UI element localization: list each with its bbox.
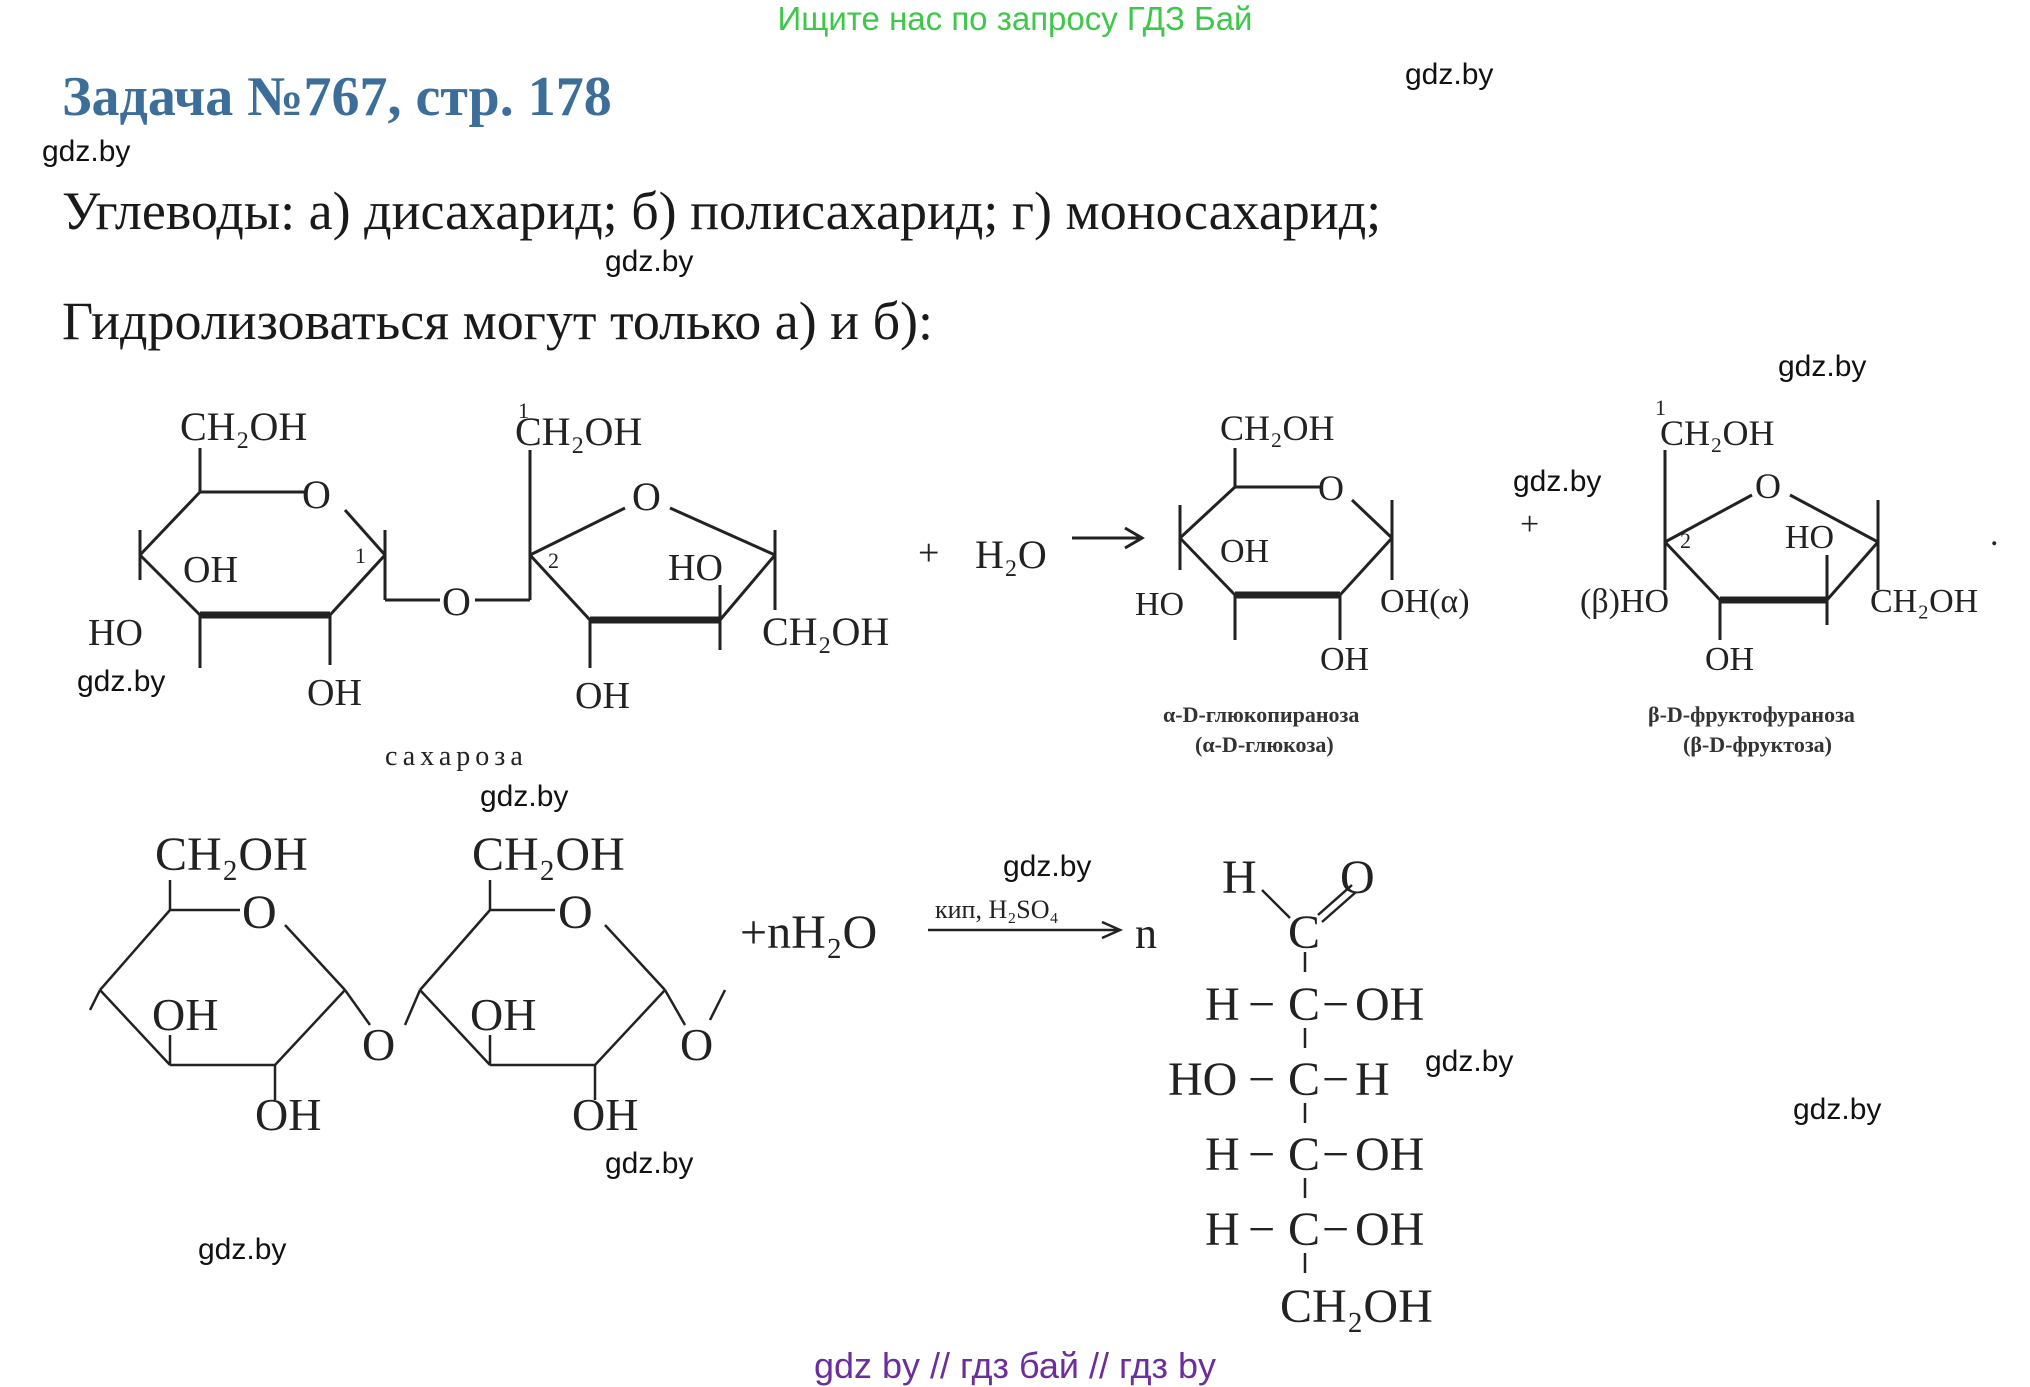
watermark: gdz.by (198, 1233, 287, 1266)
sucrose-carbon-2: 2 (548, 548, 559, 573)
fructose-caption: β-D-фруктофураноза (1648, 702, 1855, 727)
watermark: gdz.by (1003, 850, 1092, 883)
watermark: gdz.by (1513, 465, 1602, 498)
top-banner: Ищите нас по запросу ГДЗ Бай (777, 0, 1253, 37)
row-h: H (1205, 978, 1240, 1031)
watermark: gdz.by (1425, 1045, 1514, 1078)
watermark: gdz.by (77, 665, 166, 698)
fructose-carbon-2: 2 (1680, 528, 1691, 553)
fructose-carbon-1: 1 (1655, 395, 1666, 420)
fructose-caption-short: (β-D-фруктоза) (1683, 732, 1832, 757)
reaction-conditions: кип, H₂SO₄ (935, 895, 1059, 924)
bond-dash: − (1248, 978, 1275, 1031)
aldehyde-c: C (1288, 906, 1320, 959)
sucrose-caption: сахароза (385, 741, 528, 772)
watermark: gdz.by (42, 135, 131, 168)
fructose-ring-o: O (1755, 466, 1781, 506)
open-glucose-structure: H O C H − C − OH HO − C − H H − C − OH H… (1168, 851, 1433, 1333)
fructose-ch2oh-bottom: CH₂OH (1870, 583, 1978, 620)
sucrose-ho-fructose: HO (668, 547, 723, 589)
aldehyde-h: H (1222, 851, 1257, 904)
text-line-carbohydrates: Углеводы: а) дисахарид; б) полисахарид; … (62, 181, 1382, 241)
sucrose-ch2oh-bottom: CH₂OH (762, 609, 889, 654)
bond-dash: − (1322, 1053, 1349, 1106)
starch-ch2oh: CH₂OH (155, 828, 308, 881)
plus-sign: + (1520, 506, 1539, 543)
starch-terminal-o: O (680, 1019, 713, 1070)
bond-dash: − (1248, 1053, 1275, 1106)
glucose-caption-short: (α-D-глюкоза) (1195, 732, 1334, 757)
row-h: H (1205, 1203, 1240, 1256)
glucose-structure: CH₂OH O OH HO OH(α) OH α-D-глюкопираноза… (1135, 408, 1470, 757)
row-ho: HO (1168, 1053, 1237, 1106)
sucrose-oh: OH (307, 672, 362, 714)
sucrose-carbon-1: 1 (355, 543, 366, 568)
row-c: C (1288, 1053, 1320, 1106)
sucrose-ring-o: O (302, 472, 331, 517)
watermark: gdz.by (1778, 350, 1867, 383)
water-formula: H₂O (975, 532, 1047, 577)
bond-dash: − (1322, 978, 1349, 1031)
glucose-oh: OH (1220, 533, 1269, 570)
starch-oh-bottom: OH (572, 1089, 638, 1140)
watermark: gdz.by (605, 1147, 694, 1180)
row-oh: OH (1355, 1203, 1424, 1256)
row-oh: OH (1355, 1128, 1424, 1181)
aldehyde-o: O (1340, 851, 1375, 904)
starch-ch2oh: CH₂OH (472, 828, 625, 881)
watermark: gdz.by (1405, 58, 1494, 91)
sucrose-structure: CH₂OH O OH HO OH 1 O 1 CH₂OH O 2 HO CH₂O… (88, 398, 889, 772)
starch-ring-o: O (558, 886, 593, 939)
sucrose-furanose-o: O (632, 474, 661, 519)
sucrose-oh-fructose: OH (575, 675, 630, 717)
fructose-ch2oh-top: CH₂OH (1660, 413, 1775, 453)
glucose-ho: HO (1135, 586, 1184, 623)
sucrose-ho: HO (88, 612, 143, 654)
glucose-ring-o: O (1318, 468, 1344, 508)
bond-dash: − (1248, 1203, 1275, 1256)
sucrose-bridge-o: O (442, 579, 471, 624)
glucose-oh-bottom: OH (1320, 641, 1369, 678)
glucose-caption: α-D-глюкопираноза (1163, 702, 1359, 727)
water-n-formula: +nH₂O (740, 906, 877, 959)
plus-sign: + (918, 532, 939, 574)
sucrose-ch2oh-fructose: CH₂OH (515, 409, 642, 454)
fructose-oh: OH (1705, 641, 1754, 678)
fructose-ho: HO (1785, 519, 1834, 556)
bond-dash: − (1322, 1128, 1349, 1181)
row-c: C (1288, 1128, 1320, 1181)
row-h: H (1355, 1053, 1390, 1106)
footer-links: gdz by // гдз бай // гдз by (813, 1345, 1217, 1386)
watermark: gdz.by (1793, 1093, 1882, 1126)
polysaccharide-structure: CH₂OH O OH OH O CH₂OH O OH OH O (88, 828, 727, 1140)
sucrose-ch2oh-top: CH₂OH (180, 404, 307, 449)
watermark: gdz.by (480, 780, 569, 813)
sucrose-carbon-1-fructose: 1 (518, 398, 529, 423)
reaction-arrow (1072, 526, 1145, 550)
starch-oh-bottom: OH (255, 1089, 321, 1140)
starch-ring-o: O (242, 886, 277, 939)
page-title: Задача №767, стр. 178 (62, 66, 612, 128)
watermark: gdz.by (605, 245, 694, 278)
glucose-oh-alpha: OH(α) (1380, 583, 1470, 620)
starch-oh: OH (152, 989, 218, 1040)
row-oh: OH (1355, 978, 1424, 1031)
text-line-hydrolysis: Гидролизоваться могут только а) и б): (62, 291, 934, 351)
sucrose-oh: OH (183, 549, 238, 591)
fructose-structure: 1 CH₂OH O 2 HO (β)HO CH₂OH OH β-D-фрукто… (1580, 395, 1978, 757)
starch-oh: OH (470, 989, 536, 1040)
bond-dash: − (1248, 1128, 1275, 1181)
glucose-ch2oh: CH₂OH (1220, 408, 1335, 448)
terminal-ch2oh: CH₂OH (1280, 1280, 1433, 1333)
row-h: H (1205, 1128, 1240, 1181)
bond-dash: − (1322, 1203, 1349, 1256)
coefficient-n: n (1135, 909, 1157, 958)
starch-bridge-o: O (362, 1019, 395, 1070)
row-c: C (1288, 978, 1320, 1031)
period: . (1990, 516, 1999, 553)
hydrolysis-arrow (928, 920, 1124, 940)
fructose-ho-beta: (β)HO (1580, 583, 1669, 620)
row-c: C (1288, 1203, 1320, 1256)
